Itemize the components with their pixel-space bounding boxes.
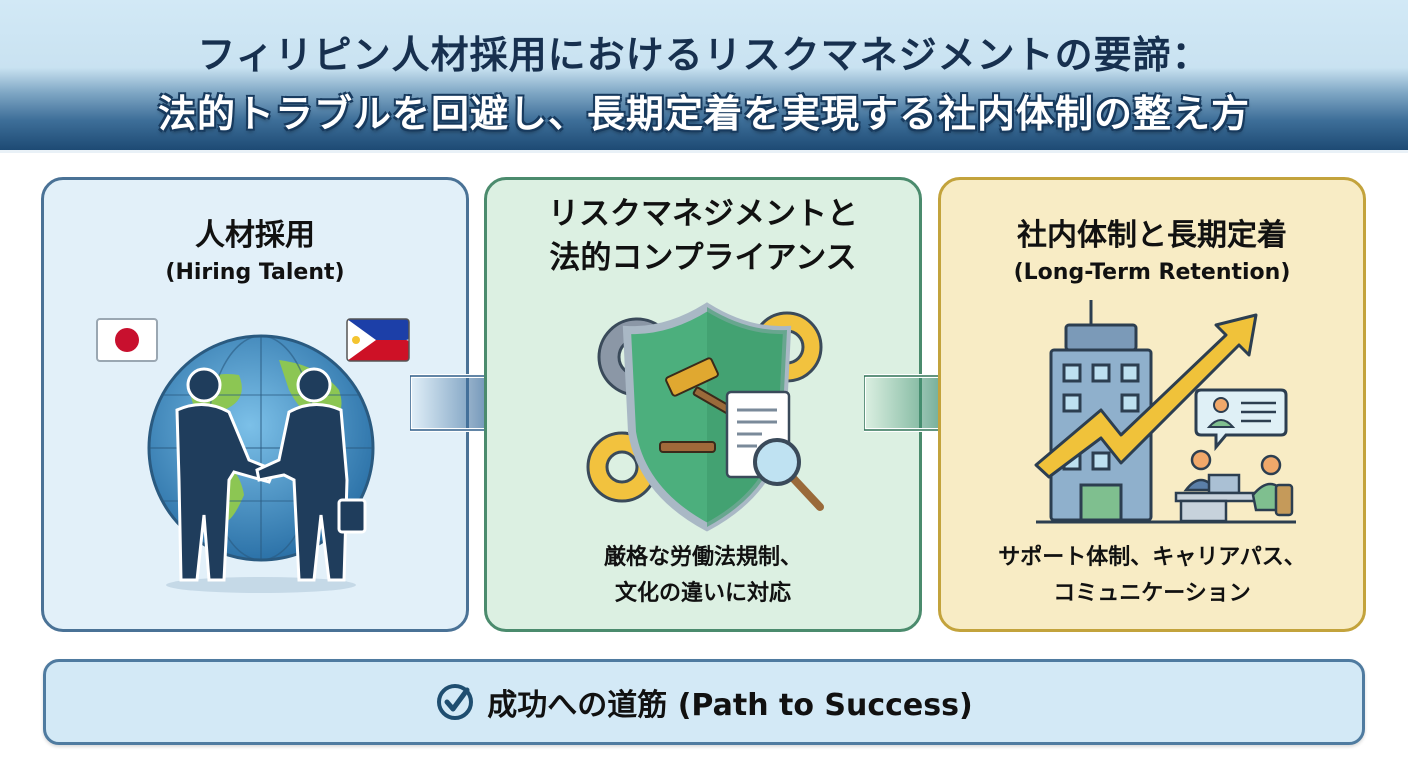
building-growth-arrow-illustration (1034, 300, 1296, 524)
panel-subtitle: (Long-Term Retention) (1013, 260, 1291, 285)
businessman-right (255, 367, 367, 582)
panel-description-line-2: コミュニケーション (1053, 581, 1251, 606)
panel-description-line-2: 文化の違いに対応 (614, 581, 791, 606)
panel-risk-management: リスクマネジメントと 法的コンプライアンス (484, 177, 922, 632)
panel-hiring-talent: 人材採用 (Hiring Talent) (41, 177, 469, 632)
chat-bubble-icon (1194, 388, 1288, 452)
magnifier-icon (753, 438, 824, 511)
panel-title-line-1: リスクマネジメントと (548, 196, 858, 232)
panel-description: サポート体制、キャリアパス、 コミュニケーション (941, 540, 1363, 612)
footer-banner: 成功への道筋 (Path to Success) (43, 659, 1365, 745)
panel-title: 社内体制と長期定着 (1017, 218, 1287, 253)
handshake-globe-illustration (147, 334, 375, 593)
panel-long-term-retention: 社内体制と長期定着 (Long-Term Retention) (938, 177, 1366, 632)
japan-flag-icon (96, 318, 158, 362)
page-title-line-1: フィリピン人材採用におけるリスクマネジメントの要諦： (197, 33, 1211, 77)
header-banner: フィリピン人材採用におけるリスクマネジメントの要諦： 法的トラブルを回避し、長期… (0, 0, 1408, 153)
gavel-icon (659, 357, 737, 453)
panel-description-line-1: 厳格な労働法規制、 (603, 545, 802, 570)
trend-up-arrow-icon (1034, 313, 1258, 479)
page-title-line-2: 法的トラブルを回避し、長期定着を実現する社内体制の整え方 (157, 92, 1250, 136)
panel-title: リスクマネジメントと 法的コンプライアンス (487, 192, 919, 280)
panel-title: 人材採用 (195, 218, 315, 253)
meeting-people-icon (1174, 449, 1294, 523)
panel-description: 厳格な労働法規制、 文化の違いに対応 (487, 540, 919, 612)
philippines-flag-icon (346, 318, 410, 362)
shield-gavel-gears-illustration (586, 302, 824, 532)
panel-subtitle: (Hiring Talent) (165, 260, 345, 285)
check-circle-icon (437, 684, 474, 720)
panel-title-line-2: 法的コンプライアンス (549, 240, 857, 276)
panel-description-line-1: サポート体制、キャリアパス、 (998, 545, 1306, 570)
businessman-left (175, 367, 276, 582)
footer-label: 成功への道筋 (Path to Success) (487, 688, 973, 723)
